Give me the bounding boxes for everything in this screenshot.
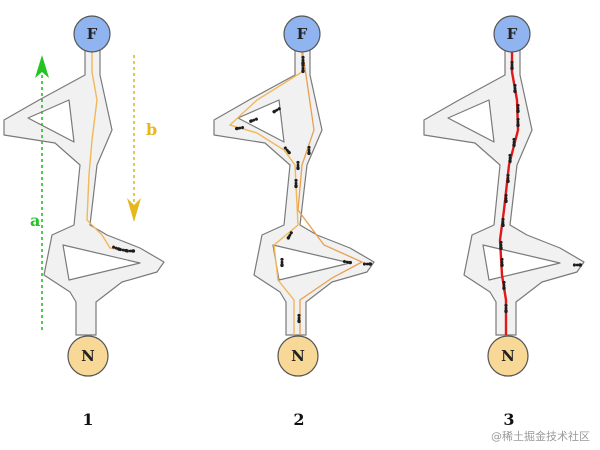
panel-2 — [213, 47, 375, 336]
node-n-panel-3: N — [487, 335, 529, 377]
node-f-panel-1: F — [73, 15, 111, 53]
pheromone-trail — [86, 48, 123, 251]
node-label: N — [501, 347, 515, 365]
panel-1: a b — [3, 47, 165, 336]
arrow-b — [127, 55, 141, 222]
node-f-panel-2: F — [283, 15, 321, 53]
watermark: @稀土掘金技术社区 — [491, 430, 590, 443]
arrow-label-b: b — [146, 120, 157, 139]
node-label: N — [81, 347, 95, 365]
node-n-panel-1: N — [67, 335, 109, 377]
node-n-panel-2: N — [277, 335, 319, 377]
panel-3 — [423, 47, 585, 336]
node-label: F — [297, 25, 308, 43]
node-label: F — [507, 25, 518, 43]
node-label: N — [291, 347, 305, 365]
node-f-panel-3: F — [493, 15, 531, 53]
pheromone-trail-right-branch — [297, 47, 364, 335]
panel-number-1: 1 — [82, 410, 93, 429]
arrow-a — [35, 55, 49, 330]
node-label: F — [87, 25, 98, 43]
pheromone-trail-left-branch — [228, 48, 303, 335]
panel-number-2: 2 — [293, 410, 304, 429]
panel-number-3: 3 — [503, 410, 514, 429]
path-corridor — [3, 47, 165, 336]
arrow-label-a: a — [30, 211, 40, 230]
path-corridor — [213, 47, 375, 336]
